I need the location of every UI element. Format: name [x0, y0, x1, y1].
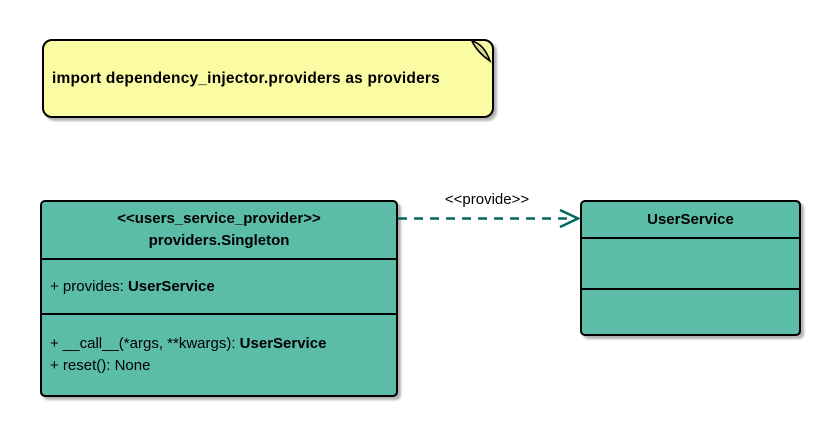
attribute-text: + provides:	[50, 277, 128, 295]
method-text: + __call__(*args, **kwargs):	[50, 335, 240, 352]
class-singleton-name: providers.Singleton	[148, 232, 290, 249]
method-row: + reset(): None	[50, 355, 388, 377]
note-fold-icon	[470, 39, 492, 64]
class-userservice: UserService	[580, 200, 801, 336]
provide-arrow	[398, 208, 581, 229]
class-userservice-name: UserService	[647, 210, 734, 228]
class-userservice-methods	[582, 288, 799, 334]
provide-arrowhead-icon	[559, 208, 581, 229]
class-singleton-methods: + __call__(*args, **kwargs): UserService…	[42, 313, 396, 395]
provide-arrow-label: <<provide>>	[444, 191, 530, 208]
import-note: import dependency_injector.providers as …	[42, 39, 494, 118]
class-userservice-header: UserService	[582, 202, 799, 237]
attribute-row: + provides: UserService	[50, 276, 388, 298]
method-return-type: UserService	[239, 335, 327, 352]
method-text: + reset(): None	[50, 357, 151, 374]
class-singleton-stereotype: <<users_service_provider>>	[117, 210, 321, 227]
class-singleton: <<users_service_provider>> providers.Sin…	[40, 200, 398, 397]
method-row: + __call__(*args, **kwargs): UserService	[50, 333, 388, 355]
class-singleton-header: <<users_service_provider>> providers.Sin…	[42, 202, 396, 258]
attribute-type: UserService	[127, 277, 215, 295]
class-userservice-attributes	[582, 237, 799, 288]
class-singleton-attributes: + provides: UserService	[42, 258, 396, 313]
note-text: import dependency_injector.providers as …	[52, 69, 440, 87]
